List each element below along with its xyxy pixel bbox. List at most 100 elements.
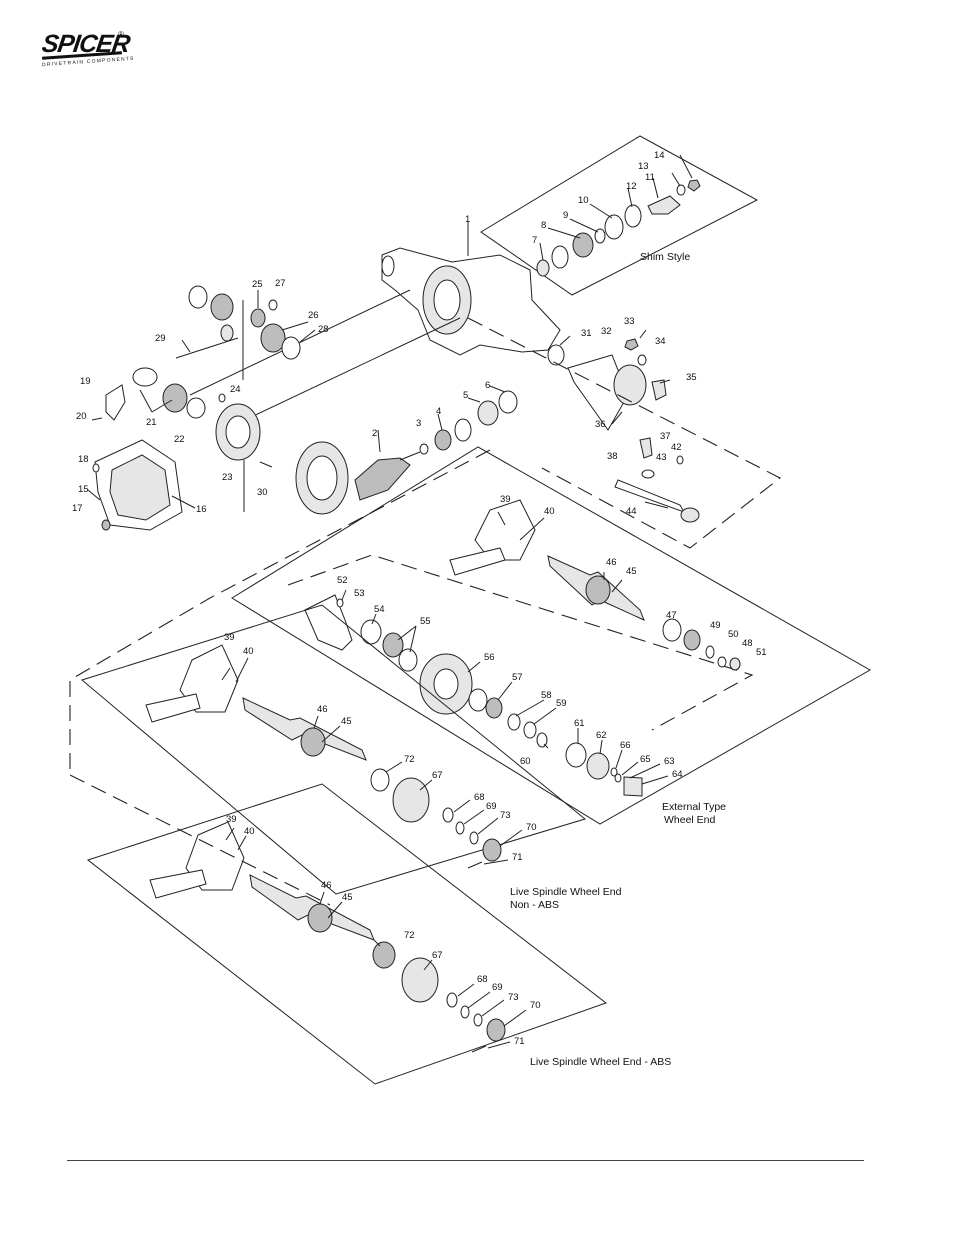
leader-11: [652, 177, 659, 199]
caption-shim-style: Shim Style: [640, 251, 690, 263]
part-12-seal: [624, 204, 642, 228]
part-2-pinion: [354, 457, 411, 501]
part-20-bolt: [91, 417, 103, 421]
part-72-ring-non-abs: [370, 768, 390, 792]
part-67-hub-non-abs: [392, 777, 430, 823]
part-14-nut: [687, 179, 701, 192]
part-24-bolt: [218, 393, 226, 403]
callout-c71a: 71: [512, 852, 523, 863]
part-36-knuckle: [567, 354, 629, 431]
leader-63: [629, 763, 661, 779]
part-diff-pinion-left: [220, 324, 234, 342]
part-15-cover-inner: [109, 454, 171, 521]
part-5-bearing: [477, 400, 499, 426]
part-72-tone-ring-abs: [372, 941, 396, 969]
part-28-thrust-washer: [281, 336, 301, 360]
callout-c58: 58: [541, 690, 552, 701]
caption-live-spindle-abs: Live Spindle Wheel End - ABS: [530, 1056, 671, 1068]
leader-53: [341, 589, 347, 601]
part-51-nut: [729, 657, 741, 671]
leader-44: [644, 501, 669, 509]
part-2-pinion-shaft: [399, 451, 421, 461]
part-33-cotter: [639, 329, 647, 339]
part-64-cap: [623, 776, 643, 797]
leader-64: [641, 775, 669, 785]
callout-c24: 24: [230, 384, 241, 395]
callout-c36: 36: [595, 419, 606, 430]
ring-gear-center: [306, 455, 338, 501]
part-69-washer-non-abs: [455, 821, 465, 835]
part-1-tube-end: [381, 255, 395, 277]
callout-c11: 11: [645, 172, 655, 183]
leader-69b: [467, 991, 491, 1009]
callout-c63: 63: [664, 756, 675, 767]
callout-c47: 47: [666, 610, 677, 621]
leader-45b: [321, 725, 341, 743]
part-56-hub-bore: [433, 668, 459, 700]
leader-31: [559, 335, 571, 346]
leader-40a: [519, 517, 545, 541]
callout-c30: 30: [257, 487, 268, 498]
part-42-nut: [676, 455, 684, 465]
live-spindle-abs-panel: [86, 783, 608, 1085]
callout-c1: 1: [465, 214, 470, 225]
callout-c57: 57: [512, 672, 523, 683]
leader-26: [281, 321, 309, 331]
leader-68a: [453, 799, 471, 813]
callout-c40c: 40: [244, 826, 255, 837]
callout-c49: 49: [710, 620, 721, 631]
leader-55b: [409, 625, 417, 653]
callout-c43: 43: [656, 452, 667, 463]
part-8-bearing-cone: [572, 232, 594, 258]
part-68-washer-non-abs: [442, 807, 454, 823]
leader-21a: [139, 389, 153, 413]
caption-non-abs: Non - ABS: [510, 899, 559, 911]
logo-registered-mark: ®: [118, 30, 124, 39]
part-55-bearing: [382, 632, 404, 658]
callout-c40a: 40: [544, 506, 555, 517]
part-7-bearing: [536, 259, 550, 277]
callout-c3: 3: [416, 418, 421, 429]
part-68-washer-abs: [446, 992, 458, 1008]
leader-57: [497, 681, 513, 701]
caption-external-type: External Type: [662, 801, 726, 813]
leader-45c: [327, 901, 343, 919]
callout-c70b: 70: [530, 1000, 541, 1011]
part-4-bearing: [434, 429, 452, 451]
axis-line-upper: [189, 289, 411, 396]
callout-c16: 16: [196, 504, 207, 515]
callout-c42: 42: [671, 442, 682, 453]
callout-c54: 54: [374, 604, 385, 615]
leader-67b: [423, 959, 433, 971]
callout-c33: 33: [624, 316, 635, 327]
callout-c73a: 73: [500, 810, 511, 821]
part-66-bolt: [610, 767, 618, 777]
leader-54: [371, 613, 377, 625]
differential-assembly: [91, 285, 518, 531]
leader-15: [87, 489, 101, 501]
part-44-tie-rod-end: [680, 507, 700, 523]
callout-c48: 48: [742, 638, 753, 649]
part-65-washer: [614, 773, 622, 783]
callout-c52: 52: [337, 575, 348, 586]
live-spindle-non-abs-panel: [80, 604, 587, 895]
callout-c39c: 39: [226, 814, 237, 825]
part-27-washer: [268, 299, 278, 311]
part-13-washer: [676, 184, 686, 196]
callout-c40b: 40: [243, 646, 254, 657]
part-1-inner-bore: [433, 279, 461, 321]
callout-c45b: 45: [341, 716, 352, 727]
callout-c62: 62: [596, 730, 607, 741]
leader-28: [299, 329, 316, 343]
callout-c35: 35: [686, 372, 697, 383]
part-58-washer: [507, 713, 521, 731]
part-9-shim: [594, 228, 606, 244]
callout-c22: 22: [174, 434, 185, 445]
callout-c72a: 72: [404, 754, 415, 765]
part-39-steering-arm-non-abs: [145, 693, 201, 723]
leader-71b: [487, 1041, 511, 1049]
callout-c29: 29: [155, 333, 166, 344]
part-34-seal: [637, 354, 647, 366]
knuckle-group-dash-border: [467, 317, 782, 549]
part-54-seal: [360, 619, 382, 645]
